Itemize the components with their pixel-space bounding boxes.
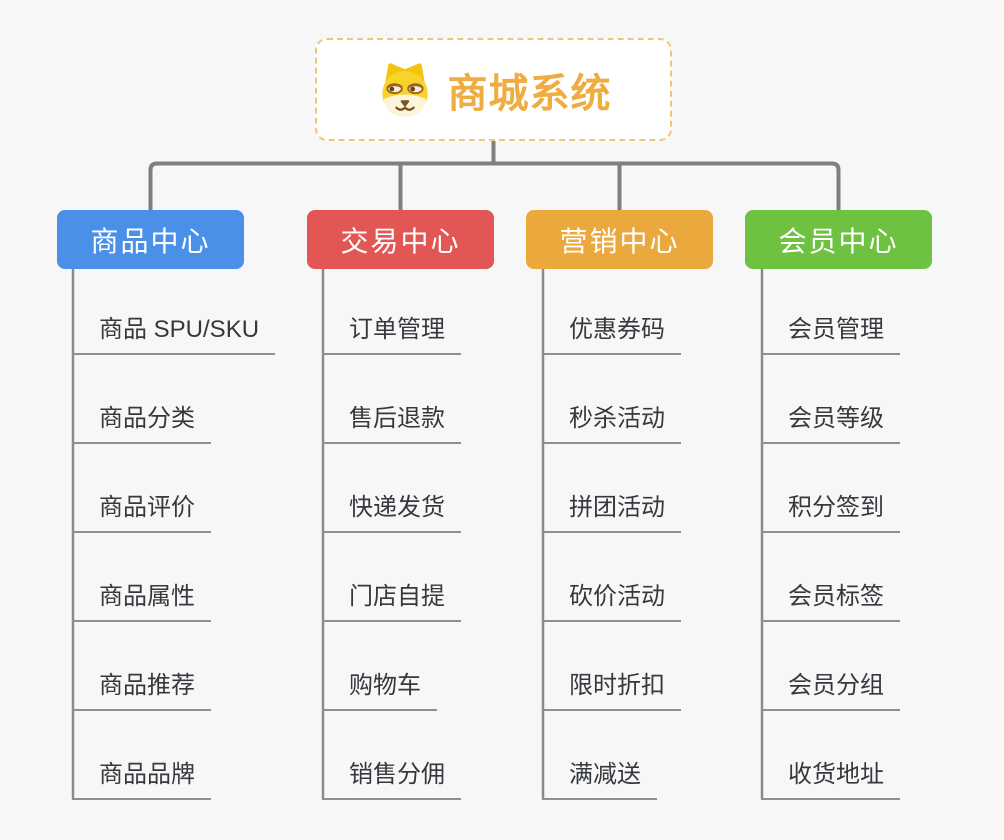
root-node[interactable]: 商城系统 [315,38,672,141]
leaf-node[interactable]: 积分签到 [761,493,900,533]
leaf-node[interactable]: 订单管理 [322,315,461,355]
leaf-node[interactable]: 优惠券码 [542,315,681,355]
leaf-node[interactable]: 会员管理 [761,315,900,355]
branch-node-trade-center[interactable]: 交易中心 [307,210,494,269]
leaf-node[interactable]: 收货地址 [761,760,900,800]
branch-node-marketing-center[interactable]: 营销中心 [526,210,713,269]
leaf-node[interactable]: 满减送 [542,760,657,800]
leaf-node[interactable]: 商品属性 [72,582,211,622]
leaf-node[interactable]: 购物车 [322,671,437,711]
leaf-node[interactable]: 销售分佣 [322,760,461,800]
leaf-node[interactable]: 会员等级 [761,404,900,444]
leaf-node[interactable]: 商品品牌 [72,760,211,800]
leaf-node[interactable]: 售后退款 [322,404,461,444]
leaf-node[interactable]: 快递发货 [322,493,461,533]
leaf-node[interactable]: 砍价活动 [542,582,681,622]
root-title: 商城系统 [447,71,612,116]
leaf-node[interactable]: 拼团活动 [542,493,681,533]
leaf-node[interactable]: 商品分类 [72,404,211,444]
leaf-node[interactable]: 商品 SPU/SKU [72,315,276,355]
leaf-node[interactable]: 会员分组 [761,671,900,711]
leaf-node[interactable]: 门店自提 [322,582,461,622]
leaf-node[interactable]: 商品评价 [72,493,211,533]
leaf-node[interactable]: 会员标签 [761,582,900,622]
leaf-node[interactable]: 秒杀活动 [542,404,681,444]
leaf-node[interactable]: 商品推荐 [72,671,211,711]
branch-node-member-center[interactable]: 会员中心 [745,210,932,269]
branch-node-product-center[interactable]: 商品中心 [57,210,244,269]
leaf-node[interactable]: 限时折扣 [542,671,681,711]
doge-icon [381,62,428,116]
